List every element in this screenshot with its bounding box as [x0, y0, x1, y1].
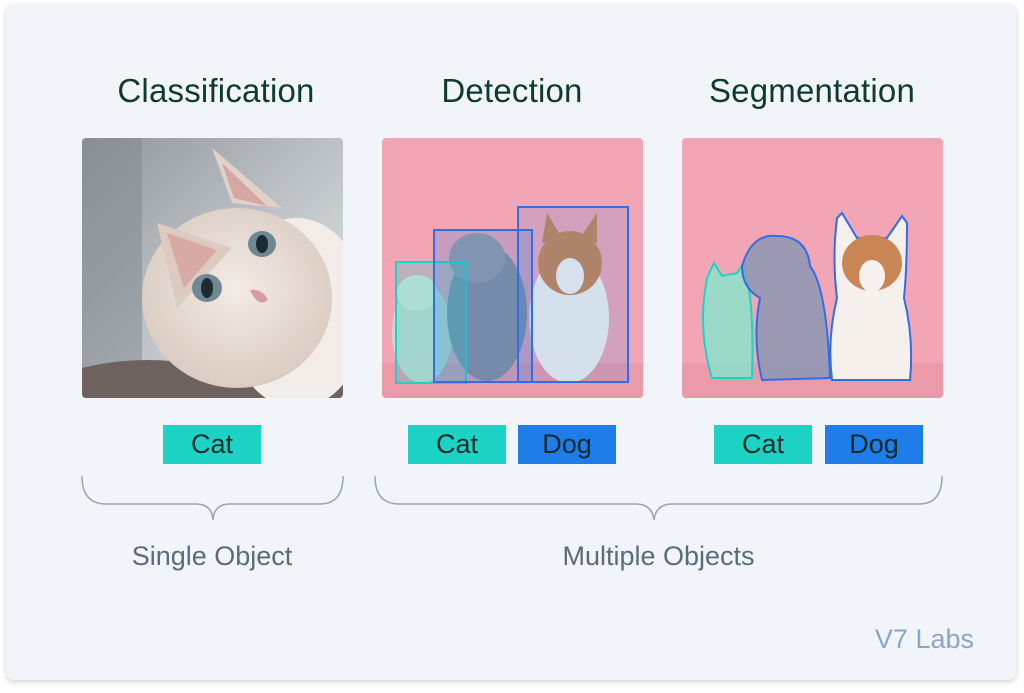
brace-single [81, 475, 344, 521]
grouping-braces [81, 475, 943, 521]
title-classification: Classification [117, 72, 315, 109]
tag-cat-segmentation: Cat [714, 425, 812, 464]
tag-dog-detection: Dog [518, 425, 616, 464]
brace-multiple [374, 475, 943, 521]
caption-single-object: Single Object [131, 541, 293, 571]
bbox-corgi [517, 206, 629, 383]
tag-cat-classification: Cat [163, 425, 261, 464]
diagram-card: Classification Detection Segmentation [6, 4, 1016, 680]
bbox-cat [395, 261, 467, 384]
title-detection: Detection [441, 72, 583, 109]
mask-poodle [740, 234, 832, 382]
tag-cat-detection: Cat [408, 425, 506, 464]
title-segmentation: Segmentation [708, 72, 916, 109]
classification-cat-photo [82, 138, 343, 398]
caption-multiple-objects: Multiple Objects [562, 541, 755, 571]
tag-dog-segmentation: Dog [825, 425, 923, 464]
segmentation-photo [682, 138, 943, 398]
detection-photo [382, 138, 643, 398]
v7-labs-watermark: V7 Labs [874, 624, 974, 654]
bbox-poodle [433, 229, 533, 383]
